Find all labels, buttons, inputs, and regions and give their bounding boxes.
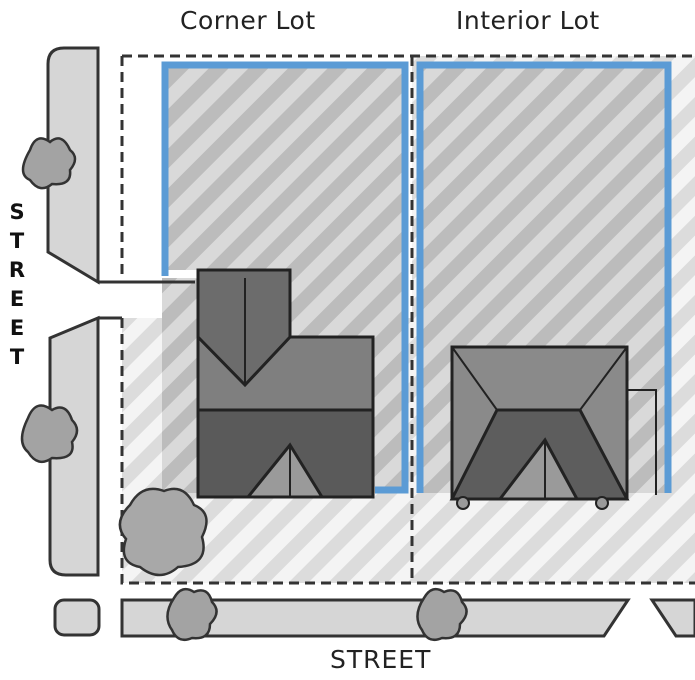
corner-rear-clear xyxy=(162,270,202,278)
corner-lot-buildable-outline xyxy=(161,61,409,494)
interior-lot-title: Interior Lot xyxy=(456,6,600,35)
tree-icon xyxy=(118,487,208,577)
tree-icon xyxy=(21,137,77,190)
interior-house-icon xyxy=(449,345,657,510)
tree-icon xyxy=(166,587,218,641)
corner-house-icon xyxy=(196,268,375,499)
sidewalk-bottom-right xyxy=(649,598,695,638)
tree-icon xyxy=(416,587,468,641)
corner-lot-title: Corner Lot xyxy=(180,6,316,35)
sidewalk-corner-block xyxy=(53,598,101,637)
sidewalk-lower-left xyxy=(48,315,100,577)
side-street-label: STREET xyxy=(8,200,26,369)
corner-side-strip xyxy=(122,56,162,276)
interior-lot-buildable-outline xyxy=(416,61,672,493)
tree-icon xyxy=(20,404,79,464)
bottom-street-label: STREET xyxy=(330,645,432,674)
lot-boundaries xyxy=(120,54,695,585)
